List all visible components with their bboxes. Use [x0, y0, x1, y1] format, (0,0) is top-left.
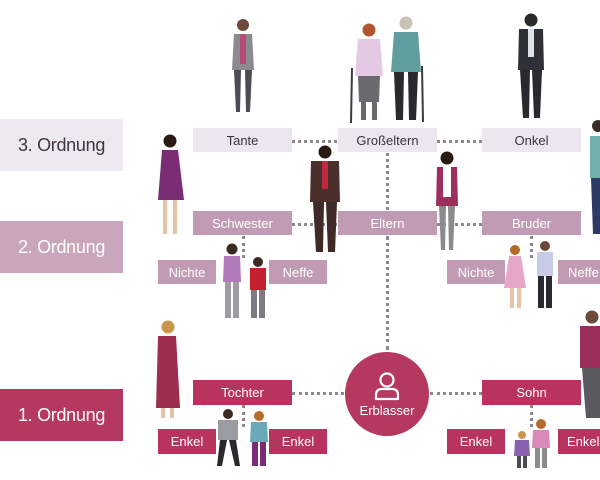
person-outline-icon [374, 371, 400, 400]
niece-box-right: Nichte [447, 260, 505, 284]
nephew-left-figure [250, 257, 266, 318]
daughter-box: Tochter [193, 380, 292, 405]
nephew-box-left: Neffe [269, 260, 327, 284]
uncle-figure [518, 13, 544, 118]
aunt-box: Tante [193, 128, 292, 152]
sister-box: Schwester [193, 211, 292, 235]
niece-left-figure [223, 243, 241, 318]
daughter-figure [156, 320, 180, 418]
son-figure [580, 310, 600, 418]
grandchild-box-4: Enkel [558, 429, 600, 454]
order-3-label: 3. Ordnung [0, 119, 123, 171]
connector-daughter-children [242, 405, 245, 427]
brother-box: Bruder [482, 211, 581, 235]
grandchild-left-1-figure [217, 409, 240, 466]
connector-parents-brother [437, 223, 482, 226]
deceased-label: Erblasser [359, 402, 415, 418]
connector-sister-children [242, 236, 245, 258]
connector-grandparents-uncle [437, 140, 482, 143]
grandchild-right-2-figure [532, 419, 550, 468]
grandmother-figure [350, 23, 383, 124]
grandchild-box-3: Enkel [447, 429, 505, 454]
connector-grandparents-parents [386, 153, 389, 210]
grandfather-figure [391, 16, 424, 123]
connector-parents-deceased [386, 236, 389, 350]
grandchild-left-2-figure [250, 411, 268, 466]
parents-box: Eltern [338, 211, 437, 235]
order-1-label: 1. Ordnung [0, 389, 123, 441]
nephew-right-figure [537, 241, 553, 308]
connector-son-children [530, 405, 533, 427]
order-2-label: 2. Ordnung [0, 221, 123, 273]
mother-figure [436, 151, 458, 250]
connector-aunt-grandparents [292, 140, 337, 143]
niece-box-left: Nichte [158, 260, 216, 284]
son-box: Sohn [482, 380, 581, 405]
niece-right-figure [504, 245, 526, 308]
grandchild-box-2: Enkel [269, 429, 327, 454]
grandparents-box: Großeltern [338, 128, 437, 152]
connector-brother-children [530, 236, 533, 258]
father-figure [310, 145, 340, 252]
connector-deceased-son [430, 392, 482, 395]
deceased-node: Erblasser [345, 352, 429, 436]
nephew-box-right: Neffe [558, 260, 600, 284]
uncle-relative-figure [590, 120, 600, 234]
uncle-box: Onkel [482, 128, 581, 152]
connector-daughter-deceased [292, 392, 344, 395]
aunt-figure [232, 19, 254, 112]
grandchild-box-1: Enkel [158, 429, 216, 454]
grandchild-right-1-figure [514, 431, 530, 468]
sister-figure [158, 134, 184, 234]
